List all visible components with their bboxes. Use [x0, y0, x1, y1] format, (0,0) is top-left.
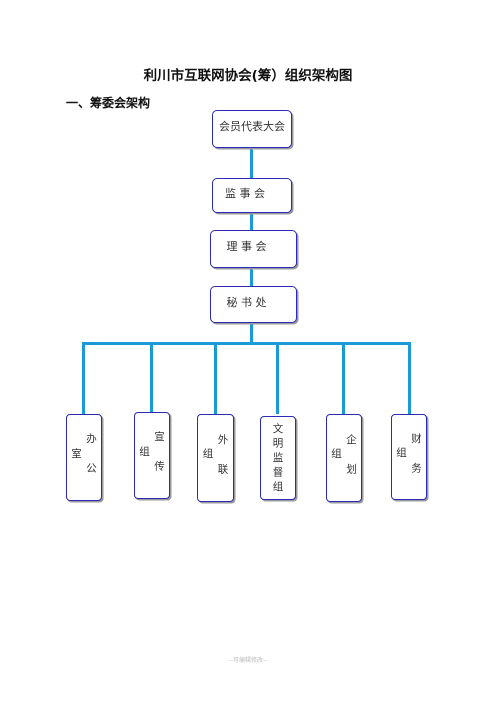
connector-horizontal-bus — [82, 342, 410, 345]
dept-finance: 财务组 — [391, 414, 427, 500]
connector-supervisory-council — [250, 213, 253, 230]
dept-office: 办公室 — [66, 414, 102, 501]
connector-drop-6 — [408, 342, 411, 414]
connector-congress-supervisory — [250, 148, 253, 179]
dept-publicity: 宣传组 — [134, 412, 170, 499]
page-title: 利川市互联网协会(筹）组织架构图 — [143, 68, 353, 84]
dept-planning: 企划组 — [326, 414, 362, 502]
connector-council-secretariat — [250, 268, 253, 286]
connector-drop-2 — [150, 342, 153, 414]
node-members-congress: 会员代表大会 — [212, 110, 292, 148]
connector-drop-4 — [276, 342, 279, 414]
node-supervisory-board: 监 事 会 — [212, 178, 292, 213]
connector-drop-3 — [214, 342, 217, 414]
section-heading: 一、筹委会架构 — [66, 96, 151, 110]
dept-liaison: 外联组 — [197, 414, 234, 502]
node-secretariat: 秘 书 处 — [210, 286, 297, 323]
connector-drop-5 — [342, 342, 345, 414]
node-council: 理 事 会 — [210, 230, 297, 268]
connector-drop-1 — [82, 342, 85, 414]
dept-civility-supervision: 文明监督组 — [260, 416, 296, 500]
connector-secretariat-bus — [250, 323, 253, 344]
footer-note: --可编辑修改-- — [228, 657, 268, 664]
